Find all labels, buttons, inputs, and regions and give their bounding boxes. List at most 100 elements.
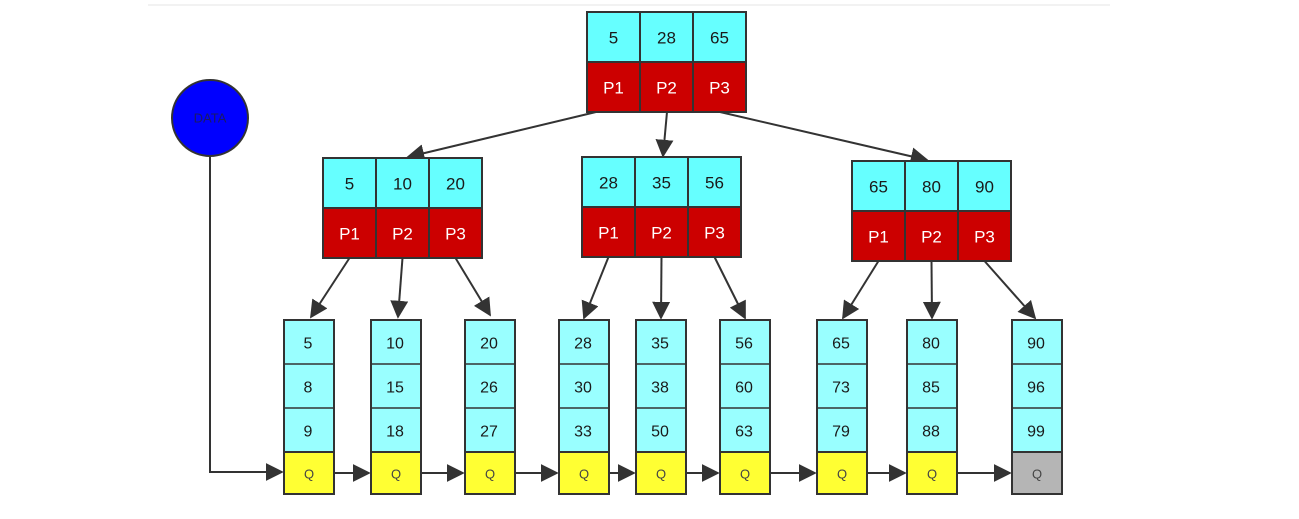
leaf-link-label: Q [740, 467, 750, 482]
internal-to-leaf-arrow [310, 257, 351, 319]
leaf-node: 65 73 79Q [816, 319, 868, 495]
leaf-key-label: 50 [651, 424, 669, 441]
leaf-key-label: 26 [480, 380, 498, 397]
leaf-link-cell [1011, 451, 1063, 495]
pointer-label: P3 [704, 224, 725, 243]
leaf-link-label: Q [304, 467, 314, 482]
leaf-key-label: 15 [386, 380, 404, 397]
key-label: 65 [869, 178, 888, 197]
leaf-key-label: 27 [480, 424, 498, 441]
leaf-node: 10 15 18Q [370, 319, 422, 495]
data-node: DATA [171, 79, 249, 157]
pointer-label: P2 [921, 228, 942, 247]
data-circle [171, 79, 249, 157]
root-to-internal-arrow [406, 111, 597, 162]
internal-to-leaf-arrow [454, 257, 491, 317]
leaf-key-label: 88 [922, 424, 940, 441]
leaf-link-cell [558, 451, 610, 495]
leaf-link-label: Q [927, 467, 937, 482]
key-label: 80 [922, 178, 941, 197]
key-label: 28 [657, 29, 676, 48]
leaf-link-cell [464, 451, 516, 495]
pointer-label: P2 [392, 225, 413, 244]
leaf-node: 20 26 27Q [464, 319, 516, 495]
key-cell [375, 157, 430, 209]
key-cell [687, 156, 742, 208]
key-label: 90 [975, 178, 994, 197]
leaf-key-label: 20 [480, 336, 498, 353]
leaf-link-cell [906, 451, 958, 495]
pointer-label: P3 [974, 228, 995, 247]
leaf-key-label: 18 [386, 424, 404, 441]
leaf-key-label: 79 [832, 424, 850, 441]
leaf-key-label: 10 [386, 336, 404, 353]
leaf-keys-box [719, 319, 771, 453]
leaf-key-label: 73 [832, 380, 850, 397]
key-label: 65 [710, 29, 729, 48]
pointer-cell [692, 61, 747, 113]
pointer-cell [428, 207, 483, 259]
key-label: 28 [599, 174, 618, 193]
leaf-key-label: 90 [1027, 336, 1045, 353]
leaf-key-label: 33 [574, 424, 592, 441]
leaf-key-label: 99 [1027, 424, 1045, 441]
leaf-key-label: 96 [1027, 380, 1045, 397]
root-to-internal-arrow [719, 111, 929, 166]
leaf-link-label: Q [1032, 467, 1042, 482]
leaf-key-label: 80 [922, 336, 940, 353]
leaf-key-label: 5 [304, 336, 313, 353]
key-label: 20 [446, 175, 465, 194]
pointer-cell [586, 61, 641, 113]
leaf-key-label: 9 [304, 424, 313, 441]
leaf-keys-box [816, 319, 868, 453]
leaf-link-cell [816, 451, 868, 495]
leaf-node: 35 38 50Q [635, 319, 687, 495]
leaf-link-label: Q [579, 467, 589, 482]
pointer-cell [957, 210, 1012, 262]
leaf-link-cell [719, 451, 771, 495]
key-cell [581, 156, 636, 208]
internal-to-leaf-arrow [652, 256, 671, 320]
root-to-internal-arrow [655, 111, 674, 158]
pointer-label: P3 [709, 79, 730, 98]
leaf-link-cell [370, 451, 422, 495]
leaf-key-label: 65 [832, 336, 850, 353]
internal-to-leaf-arrow [983, 260, 1037, 320]
leaf-link-label: Q [656, 467, 666, 482]
leaf-link-label: Q [485, 467, 495, 482]
key-label: 5 [609, 29, 618, 48]
leaf-keys-box [558, 319, 610, 453]
key-label: 56 [705, 174, 724, 193]
leaf-link-label: Q [837, 467, 847, 482]
key-label: 35 [652, 174, 671, 193]
data-node-label: DATA [194, 111, 227, 126]
pointer-label: P3 [445, 225, 466, 244]
leaf-node: 90 96 99Q [1011, 319, 1063, 495]
pointer-label: P1 [603, 79, 624, 98]
edges [209, 111, 1037, 482]
leaf-link-label: Q [391, 467, 401, 482]
pointer-cell [322, 207, 377, 259]
pointer-label: P1 [339, 225, 360, 244]
leaf-link-cell [635, 451, 687, 495]
pointer-cell [851, 210, 906, 262]
leaf-key-label: 38 [651, 380, 669, 397]
key-label: 10 [393, 175, 412, 194]
pointer-label: P1 [598, 224, 619, 243]
key-label: 5 [345, 175, 354, 194]
pointer-label: P1 [868, 228, 889, 247]
leaf-keys-box [283, 319, 335, 453]
leaf-key-label: 35 [651, 336, 669, 353]
key-cell [634, 156, 689, 208]
internal-to-leaf-arrow [390, 257, 409, 319]
data-to-first-leaf-arrow [209, 157, 284, 481]
